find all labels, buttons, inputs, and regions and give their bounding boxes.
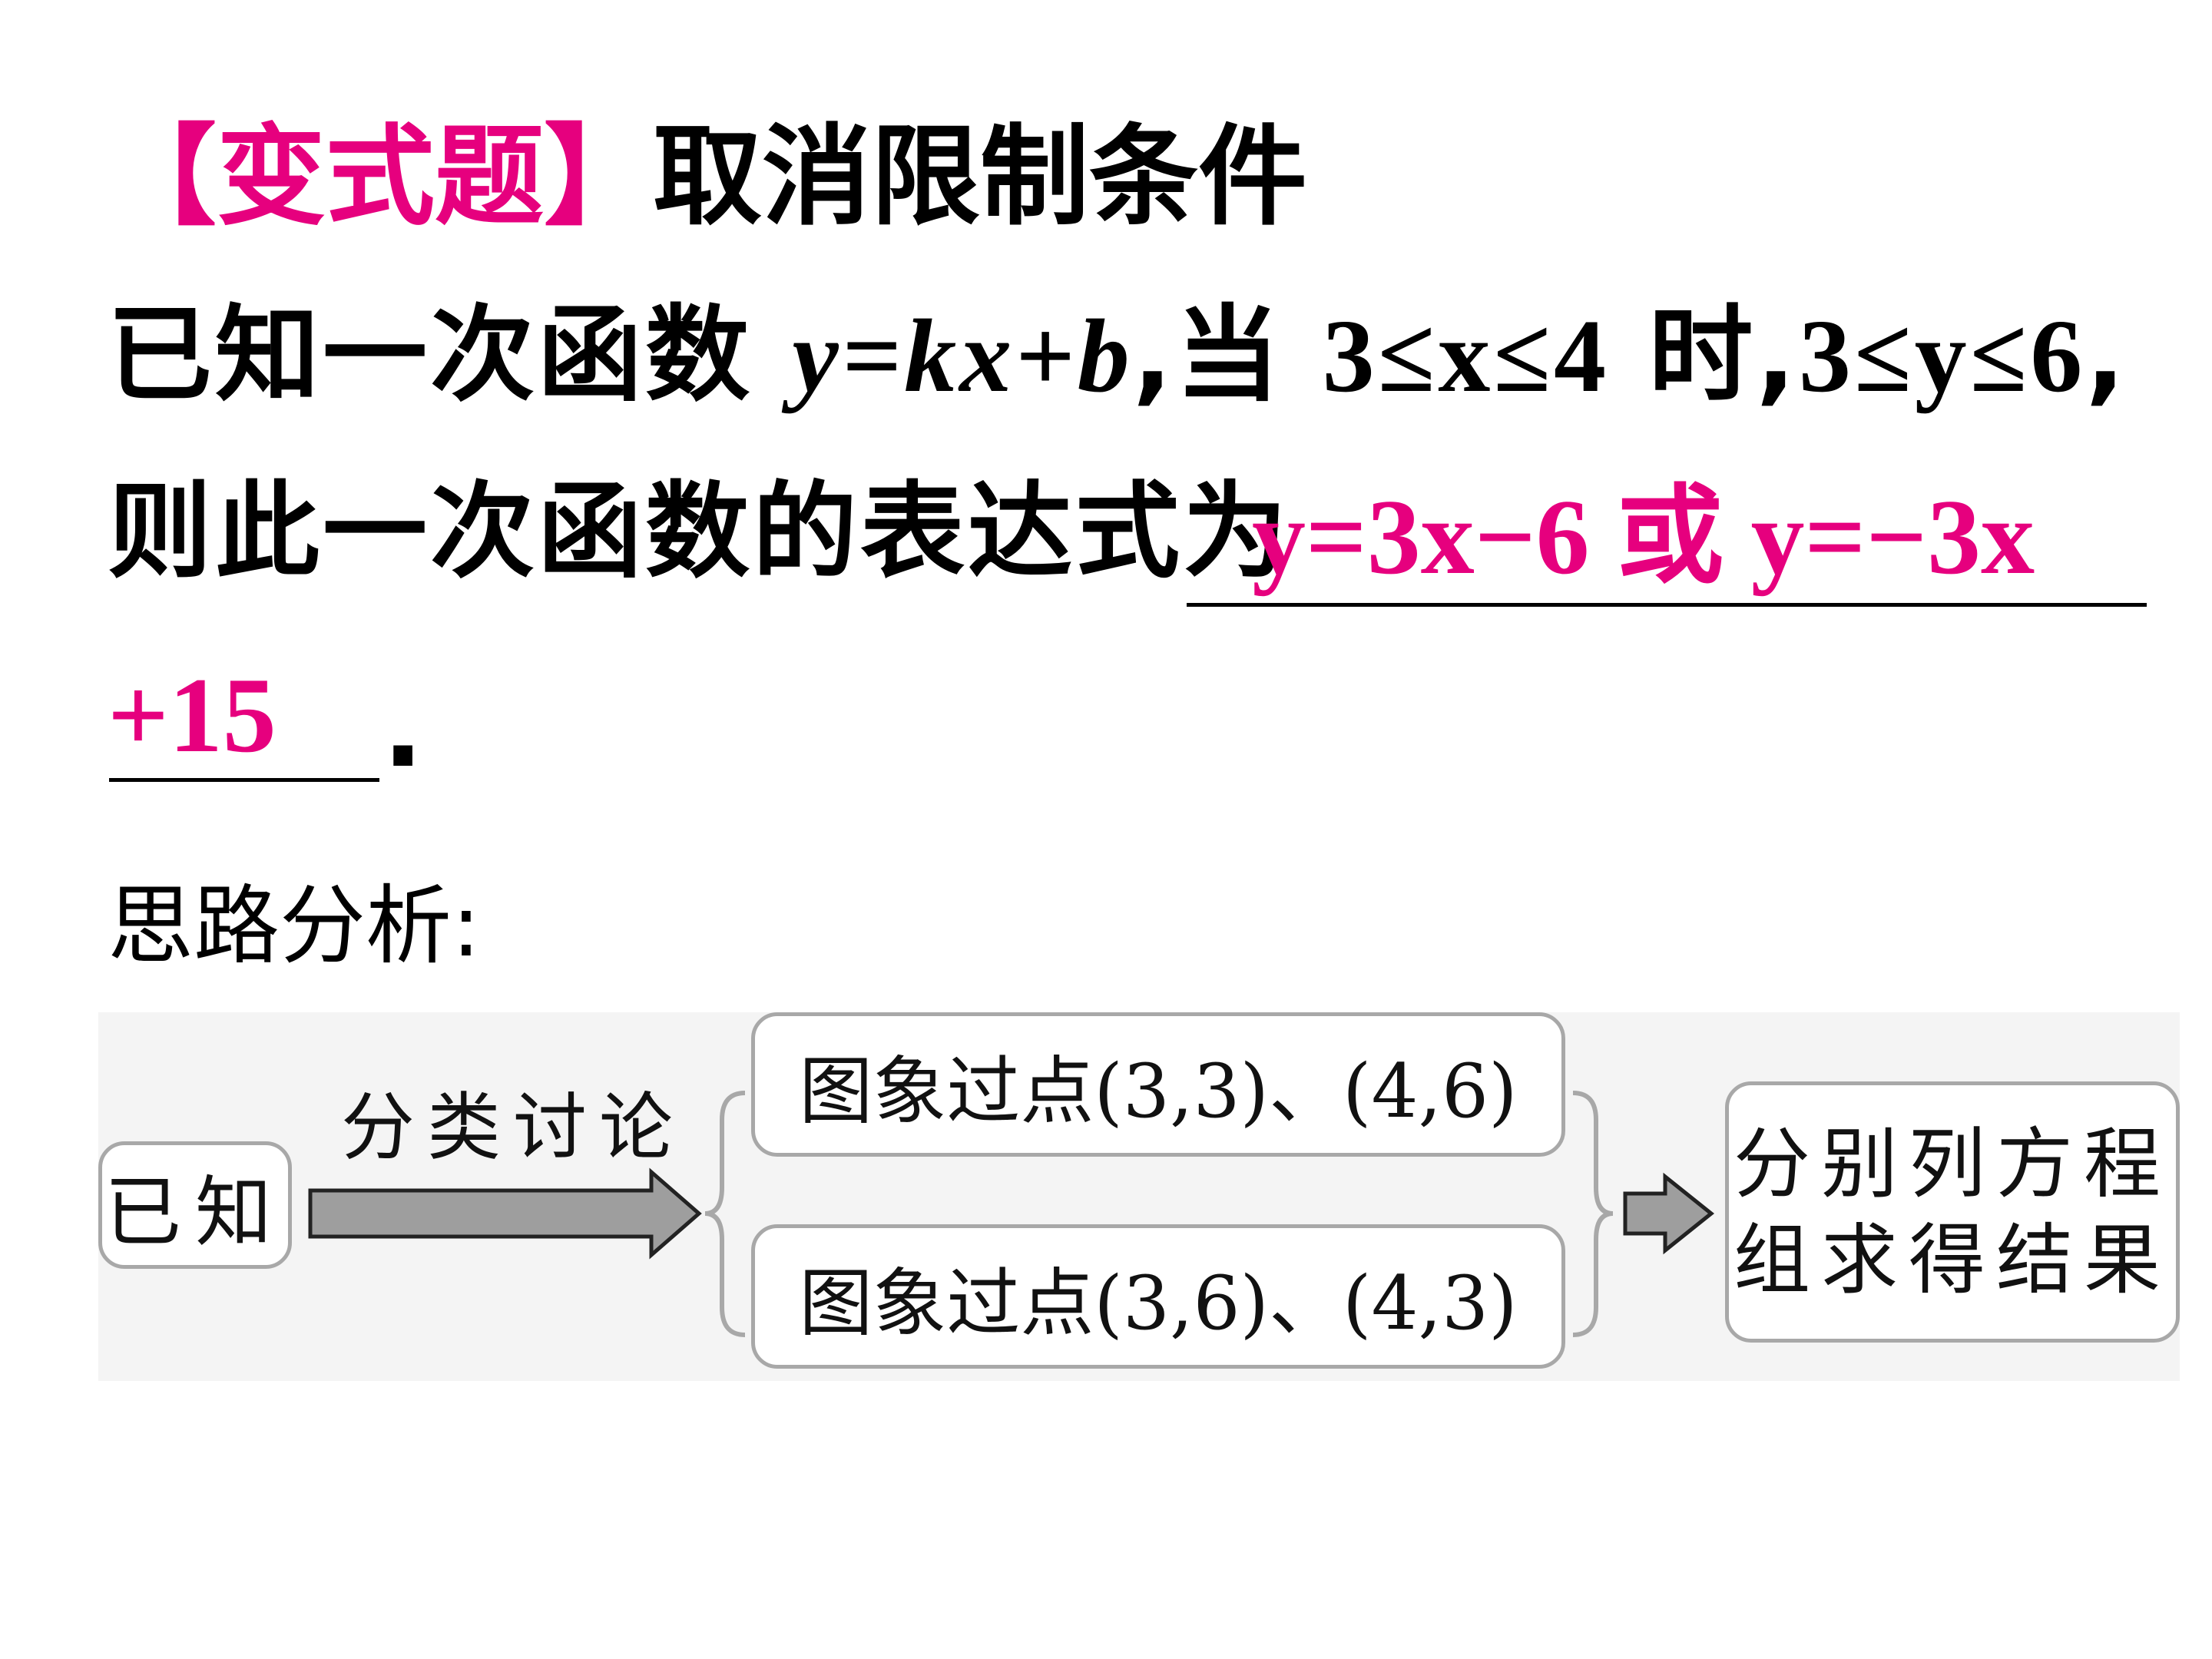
condition-y: 3≤y≤6 xyxy=(1799,299,2086,414)
result-box: 分别列方程 组求得结果 xyxy=(1725,1081,2180,1343)
question-line-2: 则此一次函数的表达式为 xyxy=(108,480,1290,584)
result-line-2: 组求得结果 xyxy=(1734,1215,2171,1305)
classify-label: 分类讨论 xyxy=(341,1084,685,1171)
end-punctuation: . xyxy=(382,667,424,792)
result-line-1: 分别列方程 xyxy=(1734,1119,2171,1209)
case-1-box: 图象过点(3,3)、(4,6) xyxy=(751,1012,1565,1157)
analysis-label: 思路分析: xyxy=(108,876,481,976)
question-mid: ,当 xyxy=(1132,295,1323,416)
flow-diagram: 已知 分类讨论 图象过点(3,3)、(4,6) 图象过点(3,6)、(4,3) … xyxy=(98,1012,2180,1381)
question-end: , xyxy=(2085,295,2128,416)
case-2-box: 图象过点(3,6)、(4,3) xyxy=(751,1224,1565,1369)
answer-part-1: y=3x−6 或 y=−3x xyxy=(1252,478,2035,597)
answer-part-2: +15 xyxy=(108,656,276,775)
known-label: 已知 xyxy=(104,1167,286,1257)
case-1-label: 图象过点(3,3)、(4,6) xyxy=(799,1048,1518,1134)
right-brace-icon xyxy=(1572,1091,1614,1337)
classify-arrow-icon xyxy=(308,1167,702,1260)
diagram-connectors xyxy=(308,1091,1715,1337)
left-brace-icon xyxy=(704,1091,746,1337)
question-time: 时, xyxy=(1609,295,1800,416)
exercise-tag: 【变式题】 xyxy=(108,114,653,240)
answer-blank-line-1 xyxy=(1187,603,2147,607)
result-arrow-icon xyxy=(1623,1172,1715,1255)
exercise-title: 【变式题】取消限制条件 xyxy=(108,123,1307,232)
function-formula: y=kx+b xyxy=(792,299,1133,414)
condition-x: 3≤x≤4 xyxy=(1322,299,1610,414)
case-2-label: 图象过点(3,6)、(4,3) xyxy=(799,1260,1518,1346)
known-box: 已知 xyxy=(98,1141,292,1269)
question-line-1: 已知一次函数 y=kx+b,当 3≤x≤4 时,3≤y≤6, xyxy=(108,303,2128,409)
question-line-2-text: 则此一次函数的表达式为 xyxy=(108,472,1290,593)
answer-blank-line-2 xyxy=(109,778,379,782)
exercise-title-text: 取消限制条件 xyxy=(653,114,1307,240)
question-prefix: 已知一次函数 xyxy=(108,295,793,416)
